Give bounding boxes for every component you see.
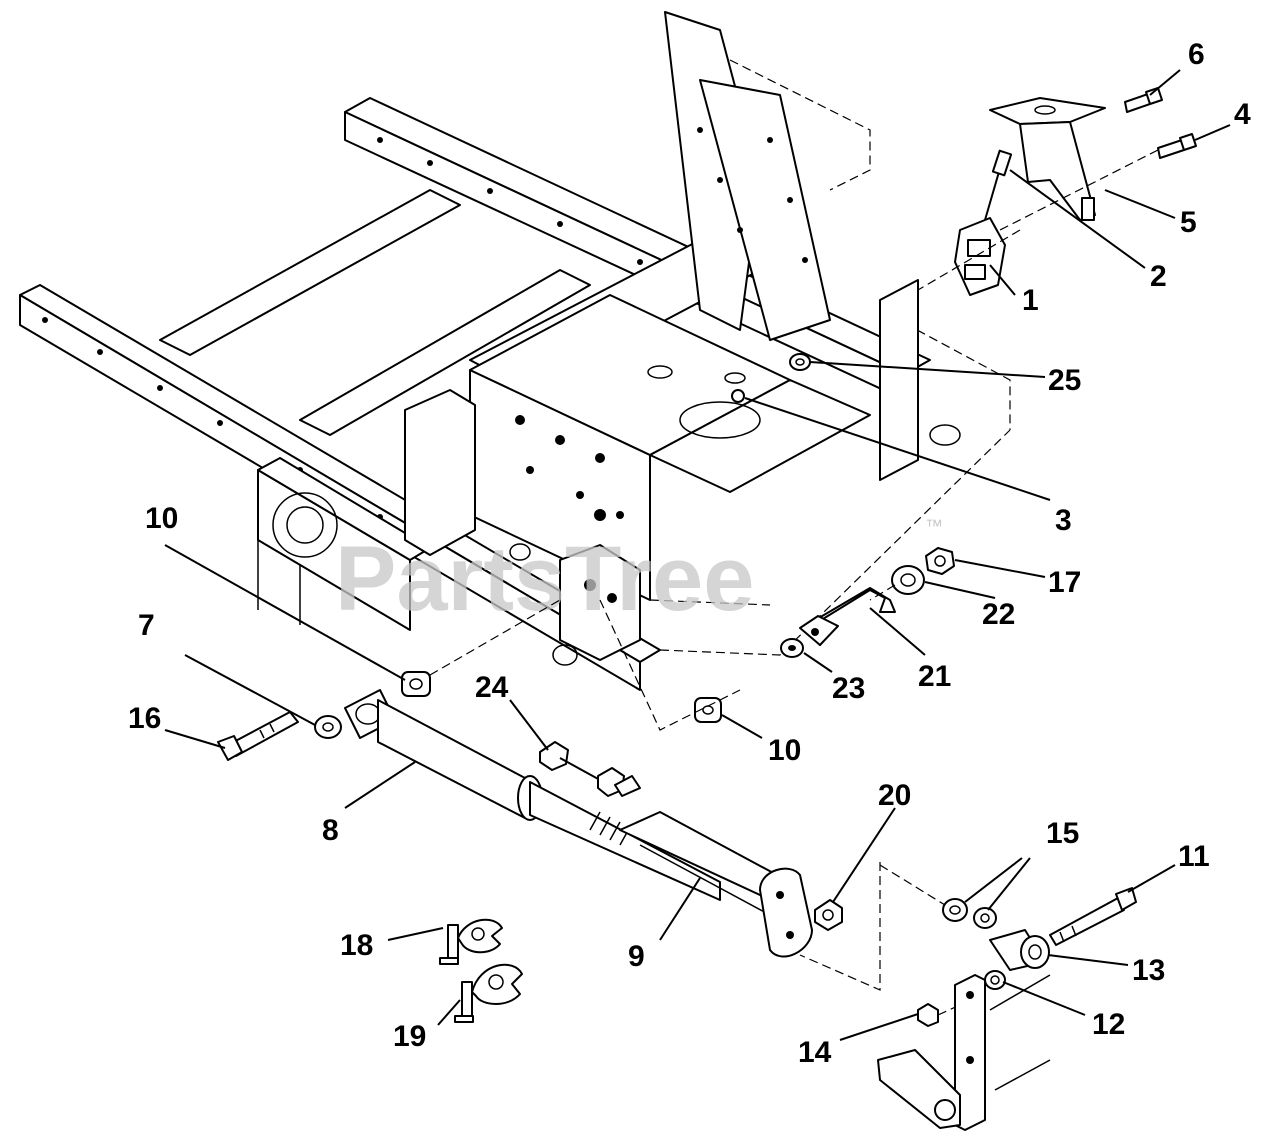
callout-3: 3 [1055,504,1072,537]
part-5-bracket [989,97,1106,221]
part-1-switch [954,217,1006,296]
callout-25: 25 [1048,364,1081,397]
callout-10-upper: 10 [145,502,178,535]
part-11-bolt [1049,887,1137,946]
callout-19: 19 [393,1020,426,1053]
steering-bracket [877,974,1051,1131]
callout-1: 1 [1022,284,1039,317]
watermark-trademark: ™ [925,516,943,536]
callout-6: 6 [1188,38,1205,71]
part-13-rod-end [989,929,1050,971]
part-20-nut [814,899,843,931]
part-19-clip [454,963,523,1023]
part-12-washer [984,970,1006,990]
part-23-washer [780,638,804,658]
callout-7: 7 [138,609,155,642]
part-16-bolt [217,711,299,761]
callout-17: 17 [1048,566,1081,599]
callout-labels: 6 4 5 2 1 25 3 17 22 21 23 10 10 7 16 8 … [128,38,1251,1069]
part-6-screw [1124,87,1163,113]
callout-13: 13 [1132,954,1165,987]
callout-9: 9 [628,940,645,973]
part-15-spacer-a [942,898,968,922]
part-10-spacer-upper [401,671,431,697]
part-17-nut [925,547,955,575]
part-21-arm [799,587,896,646]
callout-22: 22 [982,598,1015,631]
part-8-actuator [344,689,721,901]
callout-4: 4 [1234,98,1251,131]
part-7-washer [314,715,342,739]
callout-18: 18 [340,929,373,962]
callout-24: 24 [475,671,509,704]
chassis-frame [19,11,1011,691]
callout-12: 12 [1092,1008,1125,1041]
part-3-nut [731,389,745,403]
part-15-spacer-b [973,907,997,929]
callout-10-lower: 10 [768,734,801,767]
callout-14: 14 [798,1036,832,1069]
part-25-washer [789,353,811,371]
callout-8: 8 [322,814,339,847]
callout-15: 15 [1046,817,1079,850]
leader-lines [164,69,1231,1041]
part-22-washer [891,565,925,595]
callout-20: 20 [878,779,911,812]
callout-11: 11 [1178,840,1210,873]
callout-23: 23 [832,672,865,705]
callout-16: 16 [128,702,161,735]
part-9-plate [759,867,813,958]
part-4-screw [1157,133,1197,159]
callout-5: 5 [1180,206,1197,239]
callout-2: 2 [1150,260,1167,293]
part-24-rod [539,741,641,797]
part-18-clip [439,918,503,965]
part-2-lever [984,149,1013,221]
part-14-nut [917,1003,939,1027]
part-10-spacer-lower [694,697,722,723]
watermark: PartsTree [335,528,754,630]
callout-21: 21 [918,660,951,693]
